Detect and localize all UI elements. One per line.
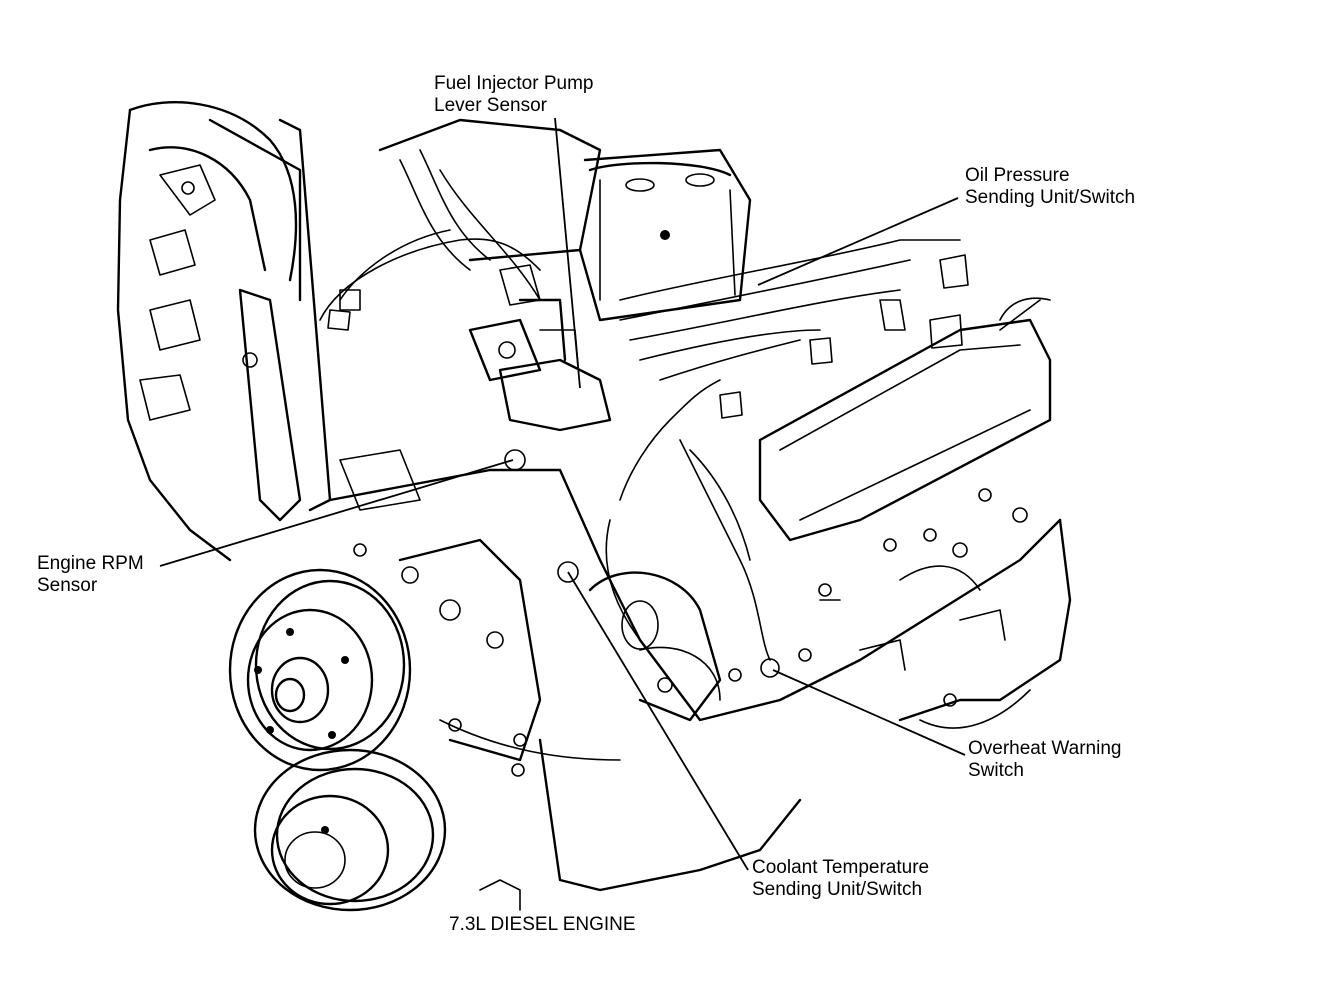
label-oil-pressure-sending-unit: Oil Pressure Sending Unit/Switch [965, 165, 1135, 209]
injection-pump [468, 298, 612, 432]
label-line: Engine RPM [37, 553, 144, 574]
label-line: Sensor [37, 575, 98, 596]
leader-overheat-warning-switch [772, 669, 966, 756]
label-line: Sending Unit/Switch [965, 187, 1136, 208]
label-line: Switch [968, 760, 1024, 781]
flywheel-housing [116, 101, 302, 562]
leader-oil-pressure-sending-unit [757, 197, 959, 286]
label-coolant-temperature-sending-unit: Coolant Temperature Sending Unit/Switch [752, 857, 929, 901]
injector-lines-right [619, 239, 969, 419]
diagram-caption: 7.3L DIESEL ENGINE [449, 914, 636, 935]
leader-coolant-temperature-sending-unit [567, 571, 749, 871]
label-line: Sending Unit/Switch [752, 879, 923, 900]
leader-fuel-injector-pump-lever-sensor [554, 117, 581, 389]
label-line: Oil Pressure [965, 165, 1070, 186]
intake-manifold [378, 118, 752, 322]
leader-lines [159, 117, 966, 871]
label-line: Lever Sensor [434, 95, 548, 116]
crankshaft-pulleys [228, 568, 447, 912]
leader-engine-rpm-sensor [159, 459, 514, 567]
label-line: Coolant Temperature [752, 857, 930, 878]
label-line: Overheat Warning [968, 738, 1122, 759]
label-engine-rpm-sensor: Engine RPM Sensor [37, 553, 144, 597]
label-overheat-warning-switch: Overheat Warning Switch [968, 738, 1121, 782]
engine-block [328, 468, 1072, 892]
injector-lines-left [319, 149, 541, 331]
tensioner-arm [238, 118, 332, 522]
wiring-harness [605, 297, 1051, 661]
label-fuel-injector-pump-lever-sensor: Fuel Injector Pump Lever Sensor [434, 73, 593, 117]
front-cover [339, 449, 812, 911]
label-line: Fuel Injector Pump [434, 73, 594, 94]
right-valve-cover [758, 299, 1052, 542]
